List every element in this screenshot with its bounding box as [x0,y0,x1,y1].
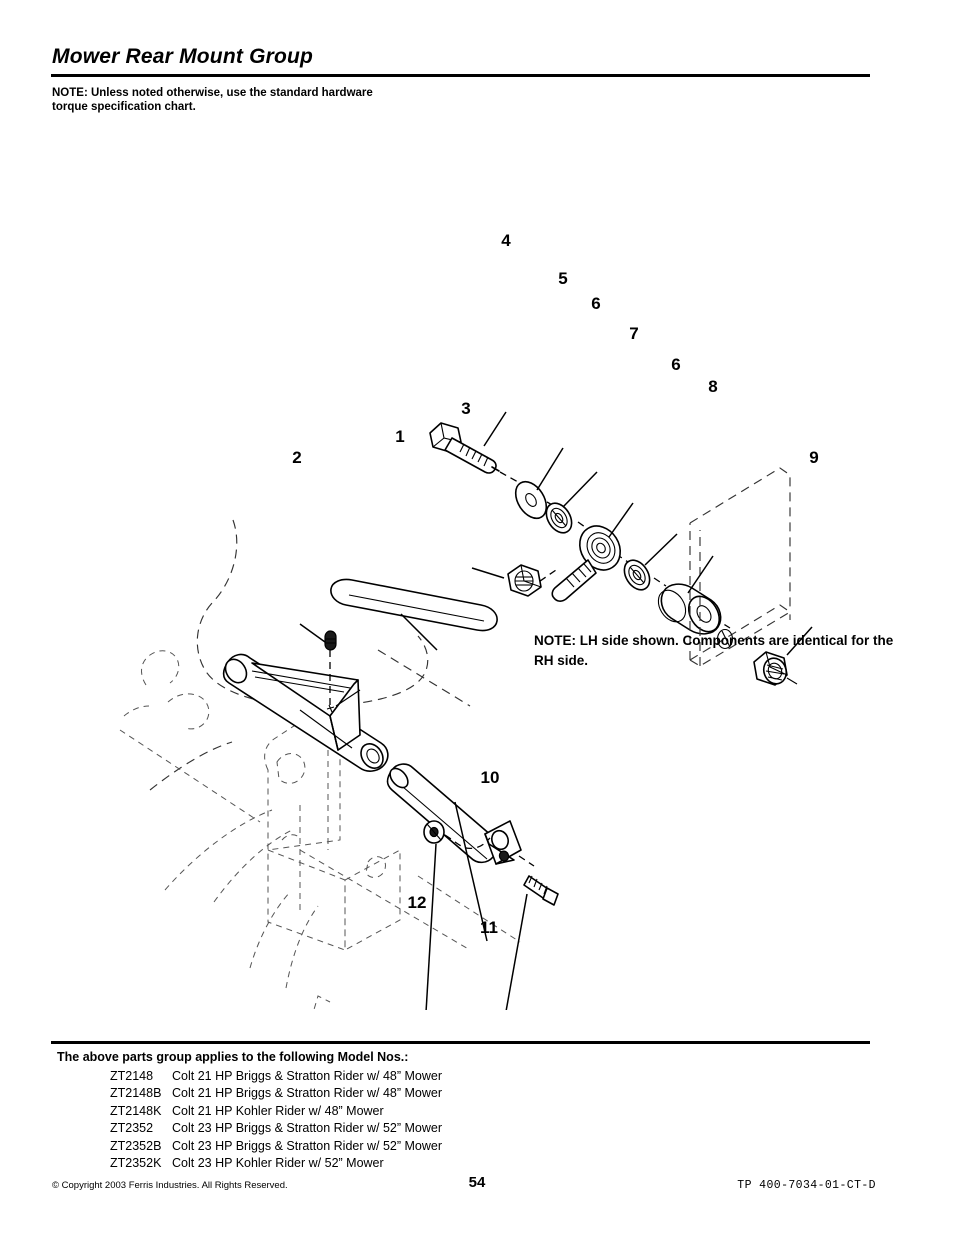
rod-part-10 [386,763,522,865]
models-heading: The above parts group applies to the fol… [57,1050,409,1064]
screw-part-11 [518,855,559,906]
flat-washer-part-5 [514,480,548,520]
model-row: ZT2352 Colt 23 HP Briggs & Stratton Rider… [57,1120,877,1137]
fitting-part-12 [423,820,491,849]
model-row: ZT2352B Colt 23 HP Briggs & Stratton Ride… [57,1138,877,1155]
page-title: Mower Rear Mount Group [52,45,314,68]
callout-rod-end: 7 [629,324,638,343]
grease-fitting-part-2 [324,630,337,713]
lh-side-note: NOTE: LH side shown. Components are iden… [534,633,894,668]
document-number: TP 400-7034-01-CT-D [737,1179,876,1192]
callout-mount-arm: 1 [395,427,404,446]
bearing-part-6-a [545,502,573,534]
model-description: Colt 23 HP Briggs & Stratton Rider w/ 52… [172,1138,443,1153]
hex-bolt-part-4 [429,422,500,474]
model-row: ZT2148K Colt 21 HP Kohler Rider w/ 48” Mo… [57,1103,877,1120]
model-number: ZT2352 [110,1121,154,1136]
callout-bearing: 6 [591,294,600,313]
callout-rod: 10 [481,768,500,787]
model-description: Colt 21 HP Briggs & Stratton Rider w/ 48… [172,1086,443,1101]
callout-lock-nut: 9 [809,448,818,467]
bearing-part-6-b [623,559,651,591]
model-row: ZT2148 Colt 21 HP Briggs & Stratton Rider… [57,1068,877,1085]
model-row: ZT2352K Colt 23 HP Kohler Rider w/ 52” Mo… [57,1155,877,1172]
copyright-text: © Copyright 2003 Ferris Industries. All … [52,1180,288,1191]
page-number: 54 [468,1174,486,1191]
phantom-bracket-plate [689,467,791,667]
model-description: Colt 23 HP Briggs & Stratton Rider w/ 52… [172,1121,443,1136]
model-description: Colt 21 HP Briggs & Stratton Rider w/ 48… [172,1069,443,1083]
rod-end-part-7 [551,525,622,602]
lock-nut-part-9 [753,651,798,686]
callout-hex-nut: 3 [461,399,470,418]
header-divider [51,74,870,77]
spacer-part-8 [657,583,722,635]
callout-bearing: 6 [671,355,680,374]
callout-grease-fitting: 2 [292,448,301,467]
model-description: Colt 23 HP Kohler Rider w/ 52” Mower [172,1156,384,1171]
model-description: Colt 21 HP Kohler Rider w/ 48” Mower [172,1103,384,1118]
model-number: ZT2352B [110,1138,162,1153]
callout-leaders [299,411,813,1010]
mount-arm-part-1 [222,578,498,772]
callout-fitting: 12 [408,893,427,912]
model-number: ZT2352K [110,1156,162,1171]
model-number: ZT2148B [110,1086,162,1101]
callout-hex-head-bolt: 4 [501,231,511,250]
callout-screw: 11 [480,918,498,937]
phantom-frame-outline [119,519,521,1010]
exploded-parts-diagram: .ln { fill:none; stroke:#000; stroke-wid… [0,150,954,1010]
torque-note: NOTE: Unless noted otherwise, use the st… [52,87,373,114]
hex-nut-part-3 [507,564,542,597]
model-number: ZT2148 [110,1069,154,1083]
model-number: ZT2148K [110,1103,162,1118]
model-row: ZT2148B Colt 21 HP Briggs & Stratton Ride… [57,1085,877,1102]
models-divider [51,1041,870,1044]
callout-flat-washer: 5 [558,269,567,288]
callout-spacer: 8 [708,377,717,396]
diagram-svg: .ln { fill:none; stroke:#000; stroke-wid… [119,231,819,1010]
